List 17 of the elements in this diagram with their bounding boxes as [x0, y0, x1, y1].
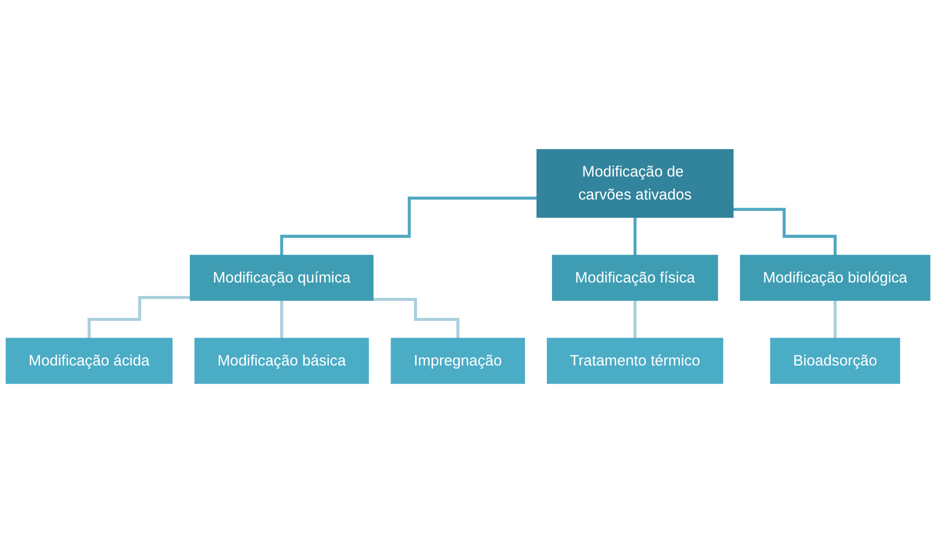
- node-box: Modificação básica: [194, 338, 369, 384]
- node-box: Modificação ácida: [6, 338, 173, 384]
- node-box: Tratamento térmico: [546, 338, 724, 384]
- node-box: Modificação química: [190, 254, 374, 301]
- connector: [280, 196, 537, 257]
- connector: [834, 298, 837, 340]
- connector: [634, 298, 637, 340]
- node-box: Bioadsorção: [770, 338, 900, 384]
- connector: [634, 216, 637, 257]
- connector: [280, 298, 284, 340]
- connector: [373, 298, 460, 340]
- node-box: Modificação física: [552, 254, 718, 301]
- node-box: Impregnação: [390, 338, 525, 384]
- connector: [88, 296, 190, 340]
- node-box: Modificação biológica: [740, 254, 930, 301]
- connector: [733, 208, 837, 257]
- node-box: Modificação de carvões ativados: [536, 149, 734, 218]
